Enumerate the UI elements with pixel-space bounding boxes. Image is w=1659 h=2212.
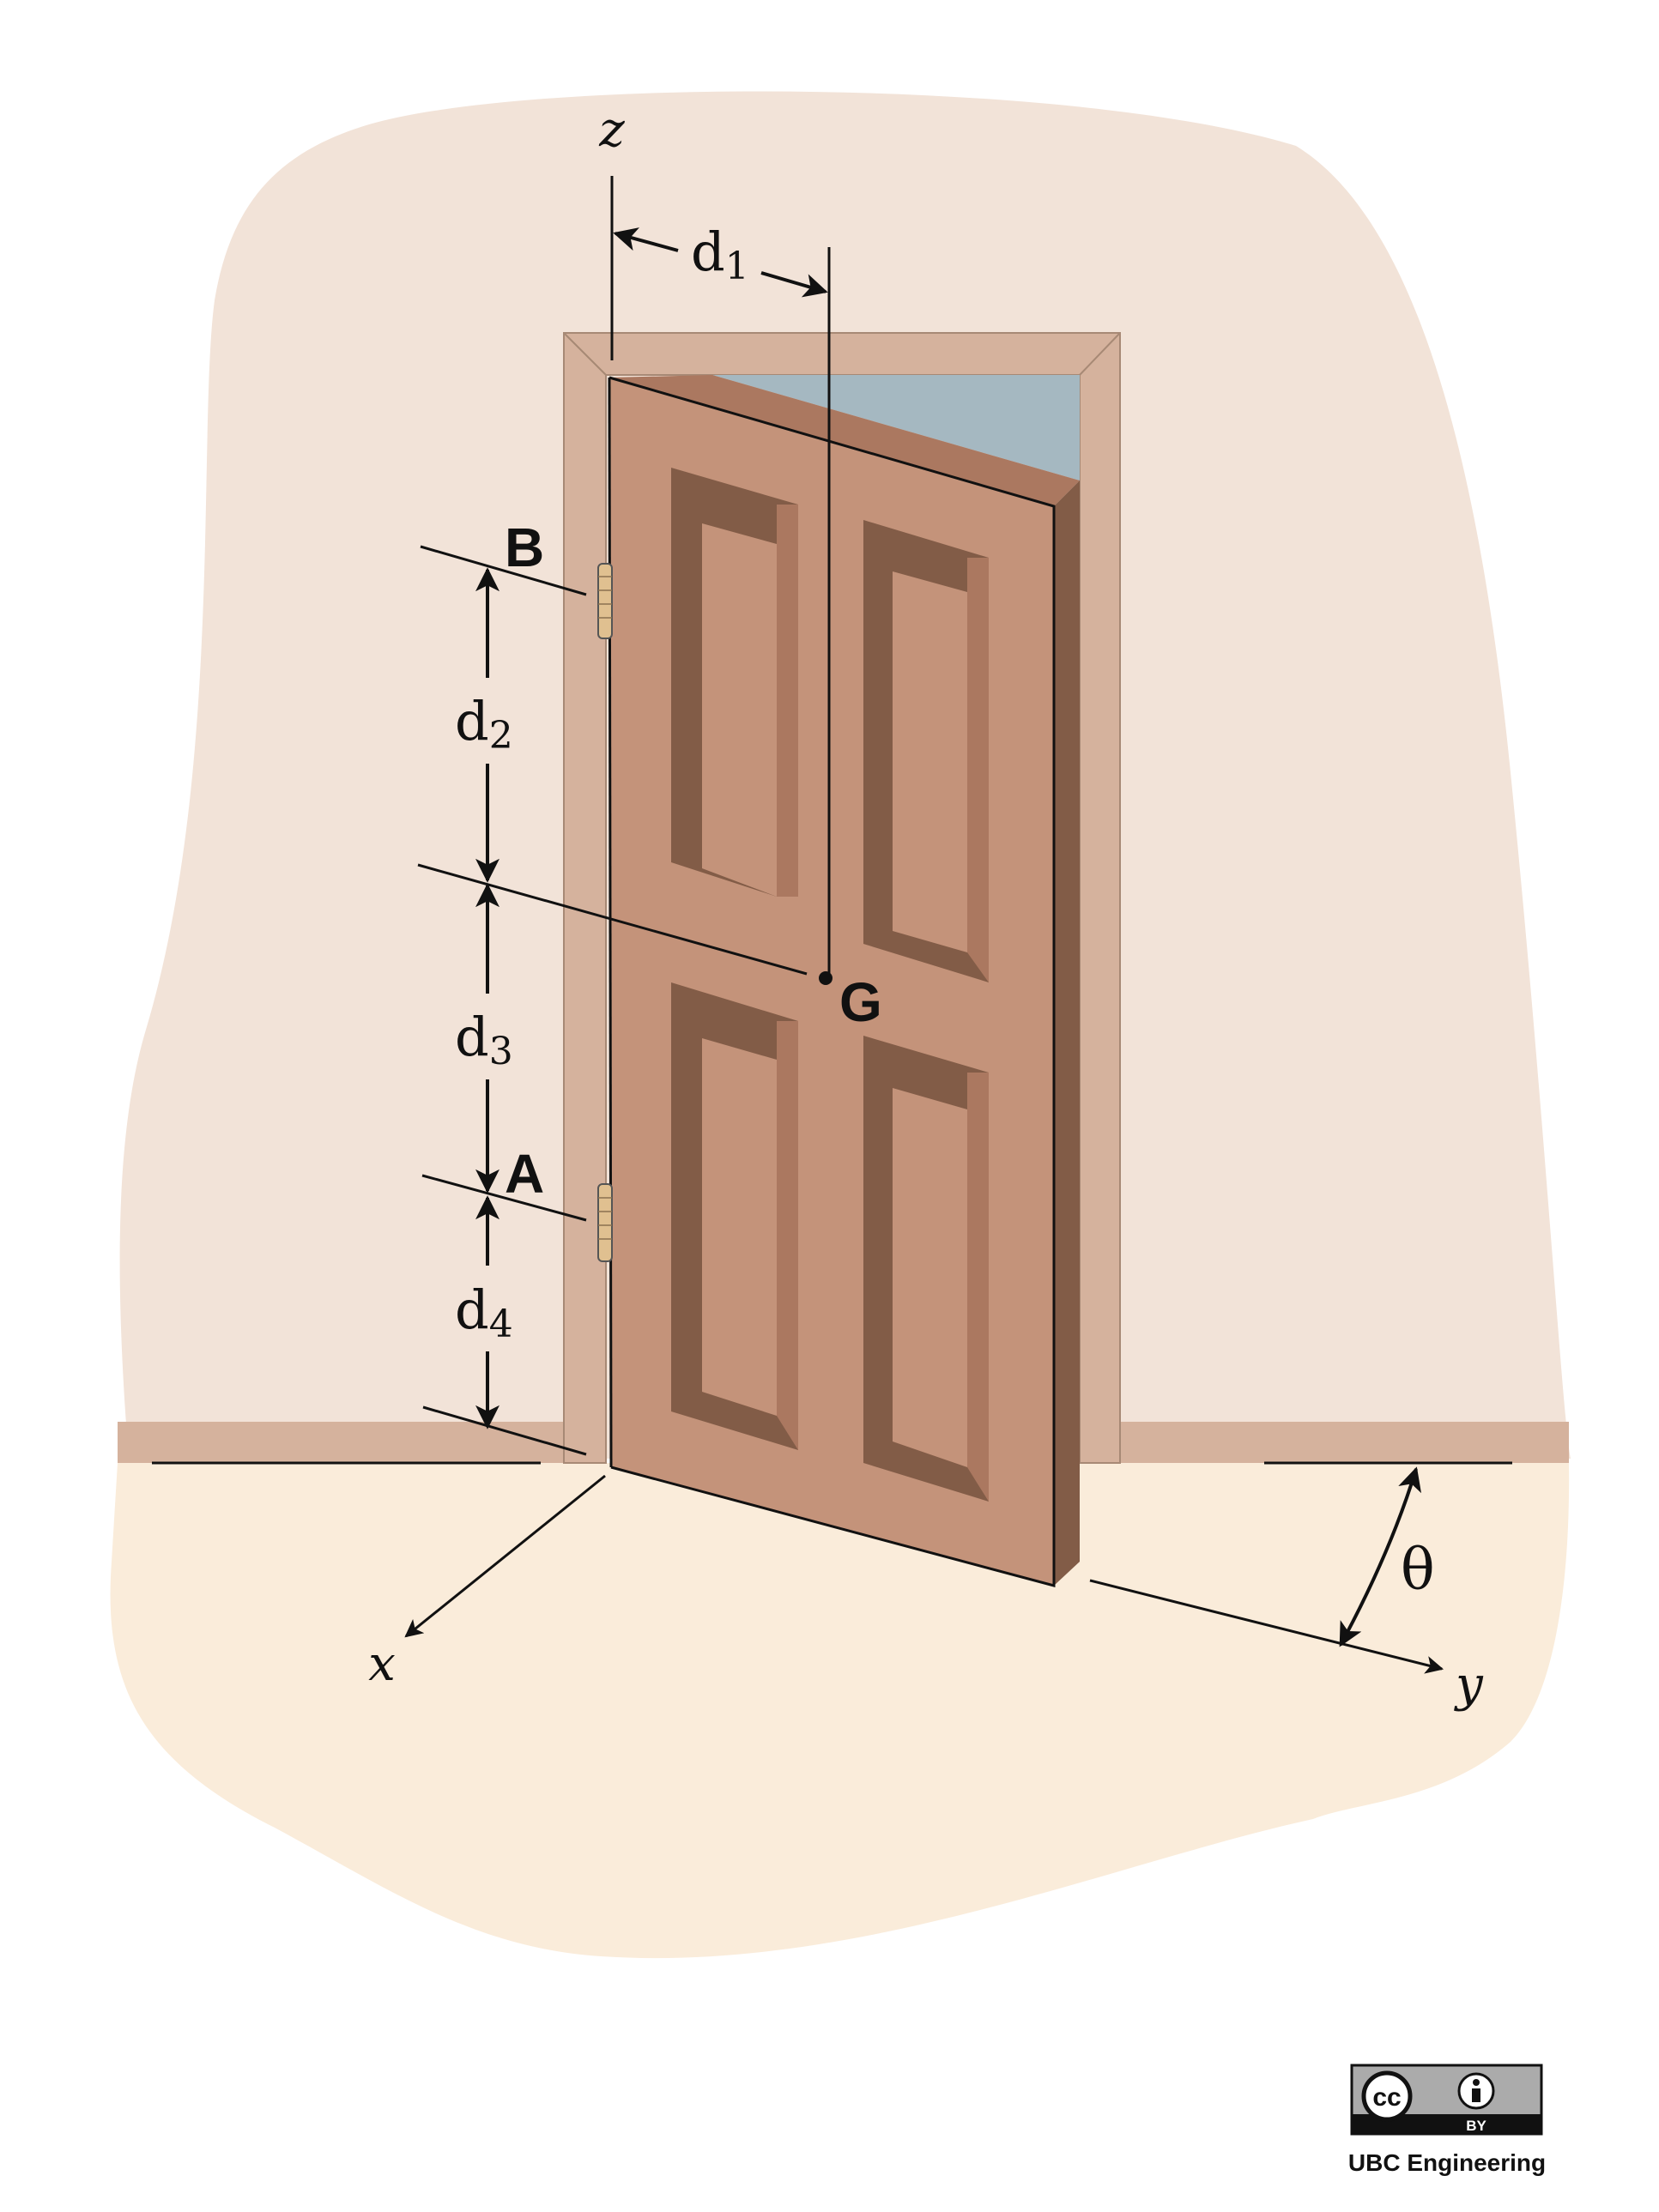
tick-a [421, 1174, 587, 1222]
d2-label: d2 [455, 690, 513, 758]
hinge-a [597, 1183, 613, 1262]
floor [110, 1463, 1570, 1959]
d1-arrow-right [760, 271, 828, 298]
d3-label: d3 [455, 1006, 513, 1073]
tick-floor [422, 1405, 587, 1456]
door-panels [671, 468, 989, 1502]
y-axis [1089, 1579, 1444, 1674]
tick-b [420, 545, 587, 596]
baseboard-right [1120, 1422, 1569, 1463]
svg-text:cc: cc [1372, 2083, 1401, 2112]
tick-g-level [417, 863, 808, 976]
x-axis-label: x [368, 1636, 396, 1692]
theta-arc [1339, 1466, 1422, 1647]
z-axis-label: z [598, 102, 625, 158]
svg-text:BY: BY [1466, 2118, 1486, 2134]
theta-label: θ [1401, 1537, 1435, 1603]
d4-label: d4 [455, 1278, 513, 1346]
center-of-gravity-point [819, 971, 833, 985]
d1-arrow-left [613, 227, 679, 252]
hinge-b [597, 563, 613, 639]
door-edge [1054, 480, 1080, 1586]
cc-icon [1361, 2070, 1413, 2122]
doorway-window [606, 375, 1080, 480]
point-a-label: A [505, 1143, 544, 1205]
y-axis-label: y [1453, 1657, 1484, 1713]
x-axis [404, 1474, 606, 1638]
point-b-label: B [505, 517, 544, 578]
d1-label: d1 [691, 221, 749, 288]
cc-by-license-badge: cc BY [1350, 2064, 1543, 2136]
credit-text: UBC Engineering [1348, 2149, 1546, 2176]
point-g-label: G [839, 971, 882, 1033]
door-top-face [609, 375, 1080, 506]
